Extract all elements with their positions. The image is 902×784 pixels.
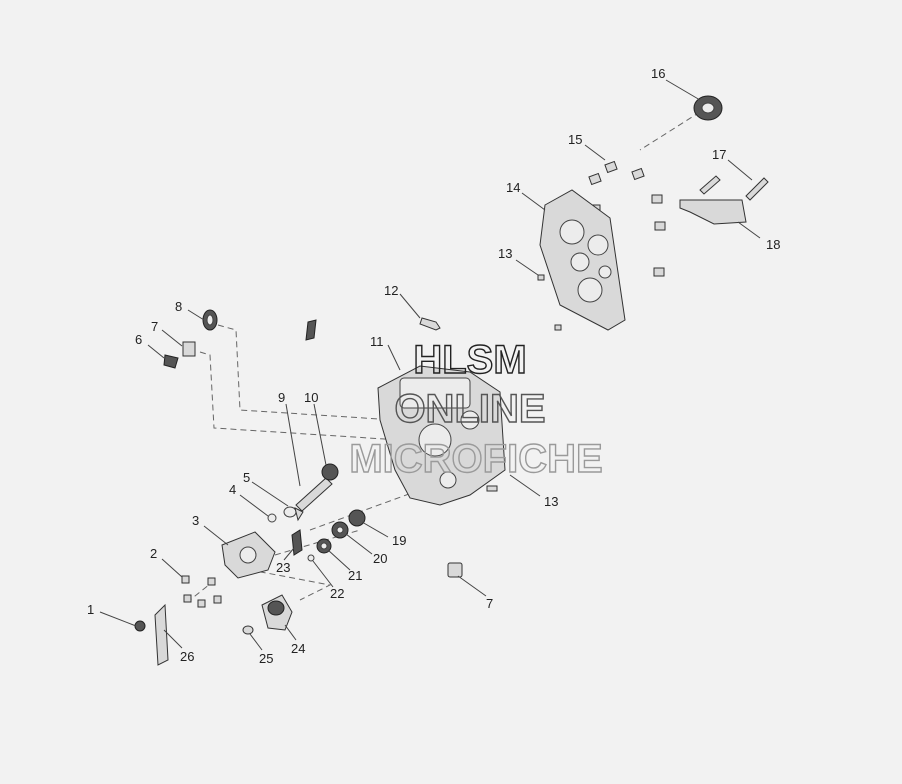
part-26-bracket <box>154 603 169 666</box>
watermark-line-1: HLSM <box>413 338 526 382</box>
part-18-bracket <box>679 199 747 225</box>
part-11-main-housing <box>377 365 506 506</box>
part-4-ball <box>267 513 277 523</box>
part-7-fitting-upper <box>182 341 196 357</box>
callout-13-lower: 13 <box>544 494 558 509</box>
callout-11: 11 <box>370 334 384 349</box>
callout-24: 24 <box>291 641 305 656</box>
callout-3: 3 <box>192 513 199 528</box>
callout-5: 5 <box>243 470 250 485</box>
part-14-cover <box>539 189 626 331</box>
part-2-screws <box>181 575 222 608</box>
callout-18: 18 <box>766 237 780 252</box>
watermark-line-2: ONLINE <box>394 387 545 431</box>
callout-26: 26 <box>180 649 194 664</box>
callout-14: 14 <box>506 180 520 195</box>
callout-1: 1 <box>87 602 94 617</box>
part-15-bolts <box>588 160 666 277</box>
part-17-long-bolts <box>699 175 769 201</box>
part-25-screw <box>242 625 254 635</box>
callout-16: 16 <box>651 66 665 81</box>
part-5-washer <box>283 506 304 522</box>
callout-19: 19 <box>392 533 406 548</box>
part-12-tube <box>419 317 441 331</box>
spring-upper <box>305 319 317 341</box>
callouts: 16 15 17 14 18 13 12 8 7 6 11 9 10 5 4 1… <box>87 66 780 666</box>
callout-13-upper: 13 <box>498 246 512 261</box>
callout-10: 10 <box>304 390 318 405</box>
callout-25: 25 <box>259 651 273 666</box>
part-24-mount <box>261 594 293 631</box>
callout-21: 21 <box>348 568 362 583</box>
part-16-bearing <box>693 95 723 121</box>
watermark-line-3: MICROFICHE <box>349 437 602 481</box>
callout-23: 23 <box>276 560 290 575</box>
part-6-clip <box>163 354 179 369</box>
callout-17: 17 <box>712 147 726 162</box>
callout-12: 12 <box>384 283 398 298</box>
callout-9: 9 <box>278 390 285 405</box>
callout-2: 2 <box>150 546 157 561</box>
callout-6: 6 <box>135 332 142 347</box>
part-23-spring <box>291 529 303 556</box>
watermark: HLSM ONLINE MICROFICHE <box>349 337 604 481</box>
part-19-gear <box>348 509 366 527</box>
callout-20: 20 <box>373 551 387 566</box>
part-21-washer <box>316 538 332 554</box>
part-3-pump-housing <box>221 531 276 579</box>
part-8-seal <box>202 309 218 331</box>
part-13-pins <box>486 274 562 492</box>
callout-4: 4 <box>229 482 236 497</box>
callout-8: 8 <box>175 299 182 314</box>
callout-7-upper: 7 <box>151 319 158 334</box>
part-1-screw <box>134 620 146 632</box>
part-20-bearing <box>331 521 349 539</box>
part-9-shaft <box>295 477 333 512</box>
callout-22: 22 <box>330 586 344 601</box>
callout-7-lower: 7 <box>486 596 493 611</box>
leader-lines <box>99 79 761 651</box>
callout-15: 15 <box>568 132 582 147</box>
part-10-gear <box>321 463 339 481</box>
part-7-fitting-lower <box>447 562 463 578</box>
part-22-ring <box>307 554 315 562</box>
